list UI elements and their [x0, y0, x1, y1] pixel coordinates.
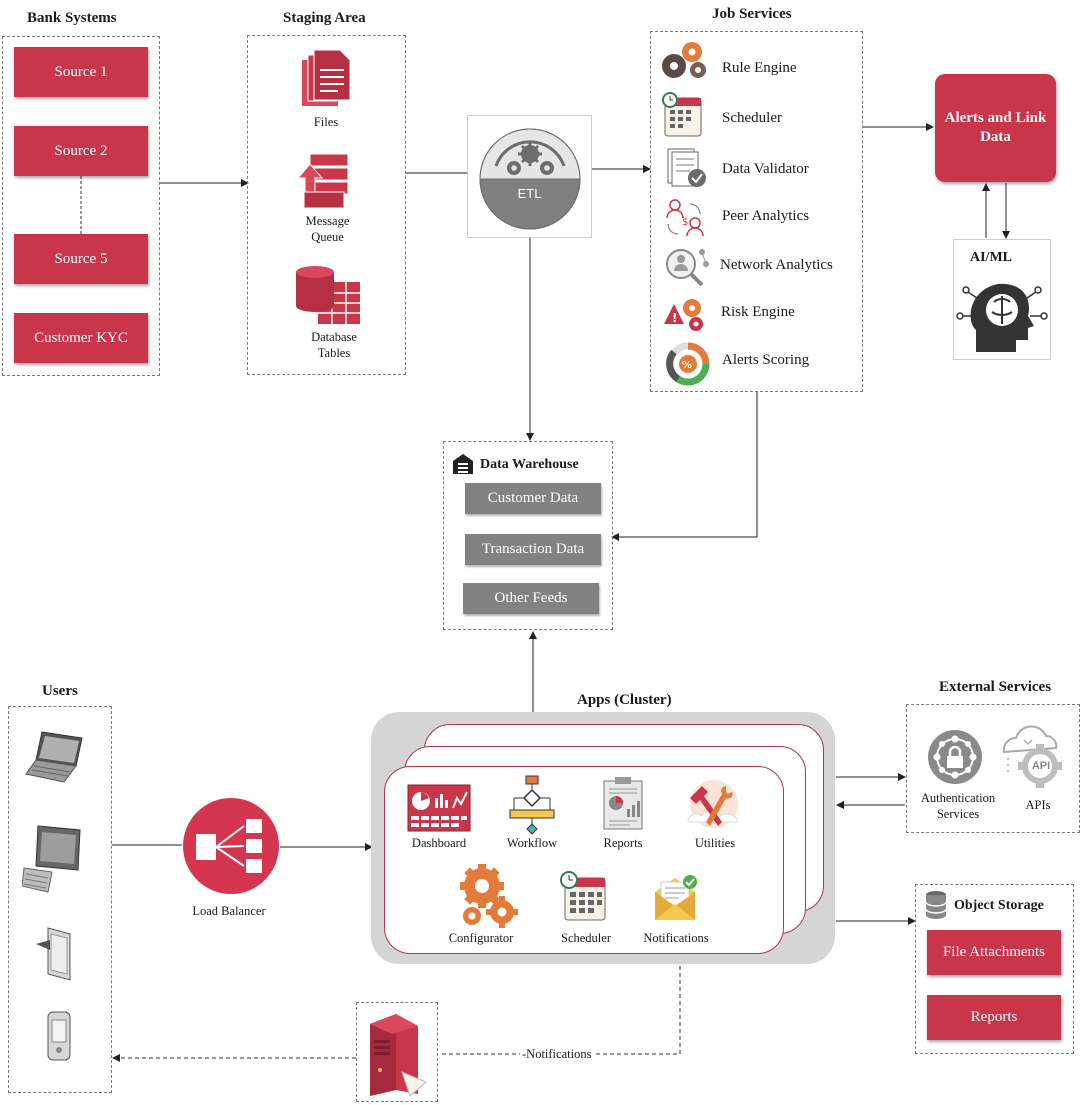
apps-cluster-title: Apps (Cluster) — [577, 692, 672, 708]
staging-area-title: Staging Area — [283, 10, 366, 26]
data-warehouse-group — [443, 441, 613, 630]
transaction-data-box[interactable]: Transaction Data — [465, 534, 601, 565]
risk-engine-icon: ! — [664, 299, 703, 331]
files-icon — [302, 50, 351, 106]
svg-text:%: % — [682, 360, 692, 371]
workflow-icon[interactable] — [508, 774, 556, 836]
bank-systems-title: Bank Systems — [27, 10, 117, 26]
aiml-card[interactable]: AI/ML — [953, 239, 1051, 360]
load-balancer-icon[interactable] — [182, 797, 280, 895]
load-balancer-label: Load Balancer — [192, 904, 266, 918]
users-title: Users — [42, 683, 78, 699]
customer-kyc-box[interactable]: Customer KYC — [14, 313, 148, 363]
alerts-scoring-icon: % — [666, 342, 710, 386]
utilities-label: Utilities — [694, 836, 736, 850]
mobile-phone-icon — [47, 1011, 71, 1061]
etl-card[interactable]: ETL — [467, 115, 592, 238]
other-feeds-box[interactable]: Other Feeds — [463, 583, 599, 614]
peer-analytics-icon: $ — [666, 199, 704, 237]
scheduler-app-label: Scheduler — [561, 931, 611, 945]
notifications-link-label: -Notifications — [520, 1047, 594, 1062]
warehouse-icon — [453, 454, 473, 474]
bank-systems-group — [2, 36, 160, 376]
reports-storage-box[interactable]: Reports — [927, 995, 1061, 1040]
ai-brain-icon — [956, 283, 1048, 352]
customer-data-box[interactable]: Customer Data — [465, 483, 601, 514]
notifications-icon[interactable] — [653, 874, 699, 922]
alerts-scoring-label: Alerts Scoring — [722, 352, 810, 368]
etl-label: ETL — [517, 186, 542, 201]
scheduler-icon — [662, 92, 702, 137]
configurator-icon[interactable] — [458, 864, 518, 930]
utilities-icon[interactable] — [682, 778, 746, 834]
source-1-box[interactable]: Source 1 — [14, 47, 148, 97]
aiml-title: AI/ML — [970, 250, 1012, 265]
etl-gears-icon — [479, 128, 581, 230]
desktop-computer-icon — [22, 825, 81, 893]
rule-engine-label: Rule Engine — [722, 60, 797, 76]
risk-engine-label: Risk Engine — [721, 304, 795, 320]
alerts-link-data-box[interactable]: Alerts and Link Data — [935, 74, 1056, 182]
dashboard-label: Dashboard — [411, 836, 467, 850]
scheduler-label: Scheduler — [722, 110, 782, 126]
users-group — [8, 706, 112, 1093]
laptop-icon — [25, 731, 83, 783]
external-services-title: External Services — [939, 679, 1052, 695]
storage-database-icon — [925, 891, 947, 919]
authentication-icon[interactable] — [926, 728, 984, 786]
svg-text:!: ! — [672, 311, 677, 325]
network-analytics-icon — [666, 249, 709, 287]
object-storage-title: Object Storage — [954, 898, 1044, 913]
workflow-label: Workflow — [506, 836, 558, 850]
notification-server-group — [356, 1002, 438, 1102]
job-services-group — [650, 31, 863, 392]
peer-analytics-label: Peer Analytics — [722, 208, 810, 224]
object-storage-group — [915, 884, 1074, 1054]
scheduler-app-icon[interactable] — [559, 870, 607, 922]
source-5-box[interactable]: Source 5 — [14, 234, 148, 284]
data-validator-icon — [667, 148, 706, 187]
staging-area-group — [247, 35, 406, 375]
server-icon — [370, 1014, 427, 1097]
dashboard-icon[interactable] — [407, 784, 471, 832]
database-tables-icon — [296, 266, 360, 324]
job-services-title: Job Services — [712, 6, 792, 22]
files-label: Files — [313, 115, 339, 129]
external-services-group — [906, 704, 1080, 833]
alerts-link-line2: Data — [980, 129, 1011, 145]
data-warehouse-title: Data Warehouse — [480, 457, 579, 472]
api-icon[interactable] — [998, 722, 1070, 790]
alerts-link-line1: Alerts and Link — [944, 110, 1047, 126]
api-badge: API — [1031, 760, 1051, 772]
source-2-box[interactable]: Source 2 — [14, 126, 148, 176]
rule-engine-icon — [662, 42, 706, 78]
file-attachments-box[interactable]: File Attachments — [927, 930, 1061, 975]
tablet-icon — [36, 927, 71, 981]
reports-icon[interactable] — [602, 775, 644, 831]
network-analytics-label: Network Analytics — [720, 257, 833, 273]
notifications-label: Notifications — [643, 931, 709, 945]
data-validator-label: Data Validator — [722, 161, 809, 177]
configurator-label: Configurator — [448, 931, 514, 945]
apis-label: APIs — [1025, 798, 1051, 812]
svg-text:$: $ — [682, 217, 688, 228]
message-queue-icon — [296, 153, 349, 209]
reports-label: Reports — [603, 836, 643, 850]
